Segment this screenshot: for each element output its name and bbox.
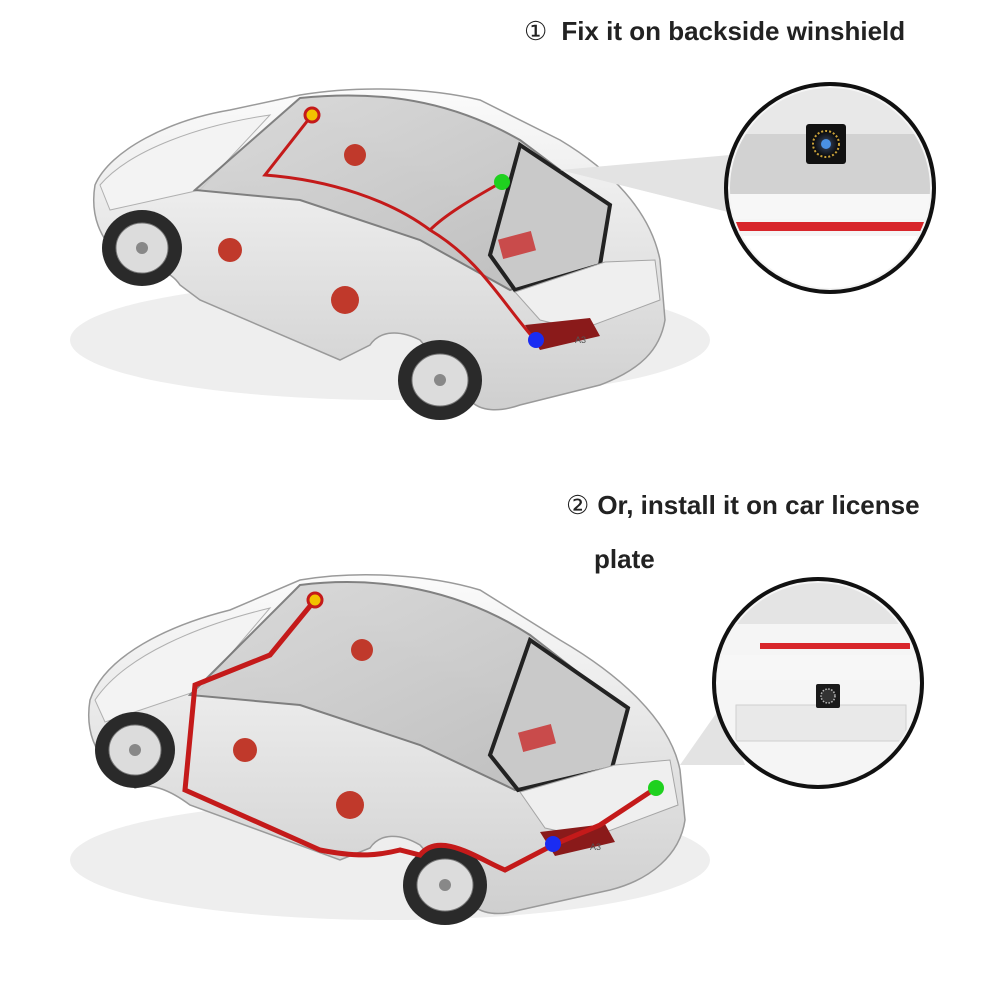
wire-route xyxy=(262,114,537,341)
taillight xyxy=(525,318,600,350)
rear-shelf-item xyxy=(517,723,557,753)
backup-camera-icon xyxy=(806,124,846,164)
step2-number: ② xyxy=(566,490,590,520)
step1-number: ① xyxy=(524,16,548,46)
step1-text: Fix it on backside winshield xyxy=(561,16,906,46)
marker-yellow xyxy=(306,591,324,609)
step1-caption: ① Fix it on backside winshield xyxy=(524,16,905,47)
speaker-front xyxy=(218,238,242,262)
step2-text-line1: Or, install it on car license xyxy=(597,490,920,520)
license-plate xyxy=(735,704,907,742)
front-wheel xyxy=(95,712,175,788)
zoom-circle-license-plate xyxy=(712,577,924,789)
wire-route xyxy=(182,598,658,873)
backup-camera-icon xyxy=(816,684,840,708)
car-hood xyxy=(99,114,272,211)
speaker-rear xyxy=(331,286,359,314)
marker-green xyxy=(648,780,664,796)
brake-light-strip xyxy=(736,222,930,231)
car-hood xyxy=(94,607,272,723)
trunk-badge: A3 xyxy=(590,842,601,852)
zoom-circle-windshield xyxy=(724,82,936,294)
marker-yellow xyxy=(303,106,321,124)
rear-shelf-item xyxy=(497,230,537,260)
front-wheel xyxy=(102,210,182,286)
trunk-badge: A3 xyxy=(575,335,586,345)
panel-windshield-install: ① Fix it on backside winshield xyxy=(0,0,1000,450)
callout-beam xyxy=(560,155,740,215)
speaker-top xyxy=(351,639,373,661)
rear-wheel xyxy=(403,845,487,925)
marker-green xyxy=(494,174,510,190)
callout-beam xyxy=(680,705,745,765)
car-diagram-top: A3 xyxy=(70,82,936,420)
speaker-front xyxy=(233,738,257,762)
marker-blue xyxy=(528,332,544,348)
step2-caption-line2: plate xyxy=(594,544,655,574)
speaker-rear xyxy=(336,791,364,819)
brake-light-strip xyxy=(760,643,910,649)
speaker-top xyxy=(344,144,366,166)
rear-wheel xyxy=(398,340,482,420)
car-diagram-bottom: A3 xyxy=(70,574,924,925)
car-trunk xyxy=(514,259,661,331)
car-trunk xyxy=(519,759,679,839)
marker-blue xyxy=(545,836,561,852)
